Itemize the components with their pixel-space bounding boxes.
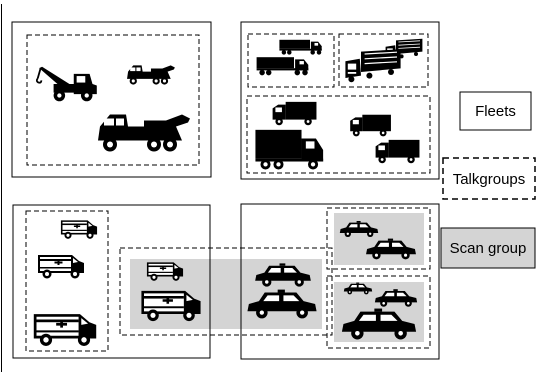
legend-talkgroups-label: Talkgroups [453,171,526,188]
flatbed-truck-icon [257,57,309,75]
car-carrier-icon [345,49,400,82]
legend-scan-group-label: Scan group [450,240,527,257]
tow-truck-icon [37,67,97,102]
fleet-tow-trucks [12,22,211,177]
ambulance-icon [61,220,97,238]
legend-fleets-label: Fleets [475,103,516,120]
legend-fleets: Fleets [460,92,531,130]
semi-truck-icon [279,40,321,55]
ambulance-icon [38,255,84,279]
legend-scan-group: Scan group [441,228,535,268]
legend-talkgroups: Talkgroups [443,158,535,199]
fleet-box [12,22,211,177]
small-tow-truck-icon [127,65,175,84]
delivery-truck-icon [350,115,391,137]
delivery-truck-icon [376,140,420,163]
box-truck-icon [255,130,323,170]
fleet-freight-trucks [241,22,439,179]
large-tow-truck-icon [98,115,190,152]
box-truck-icon [273,102,317,125]
ambulance-icon [34,314,96,346]
legend: Fleets Talkgroups Scan group [441,92,535,268]
